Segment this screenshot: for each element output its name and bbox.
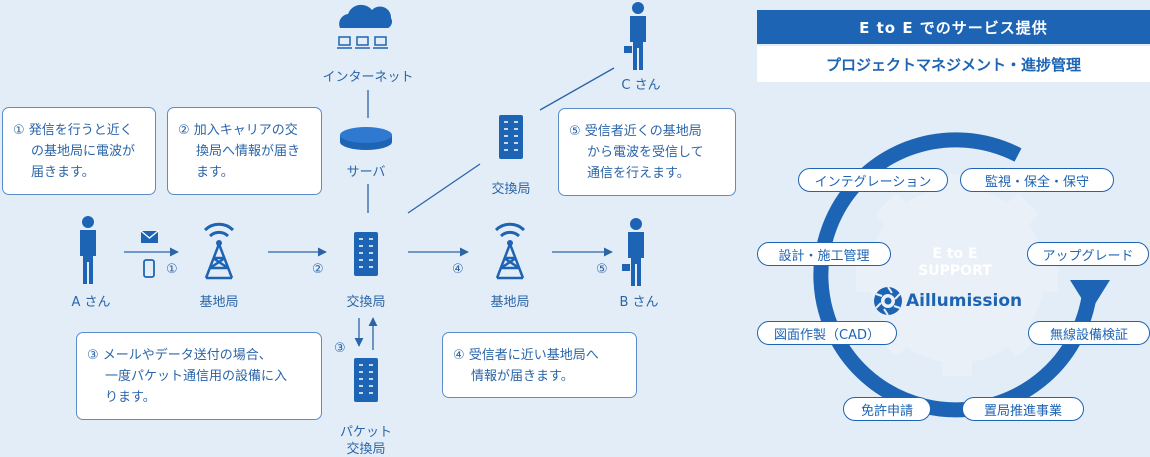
aillumission-logo-icon xyxy=(874,286,902,316)
service-station: 置局推進事業 xyxy=(962,397,1084,421)
note-line: 一度パケット通信用の設備に入 xyxy=(105,369,288,384)
step-5-marker: ⑤ xyxy=(596,262,608,277)
packet-exchange-label-2: 交換局 xyxy=(346,442,386,457)
person-c-icon xyxy=(630,2,646,70)
service-monitoring: 監視・保全・保守 xyxy=(960,168,1114,192)
step-1-marker: ① xyxy=(166,262,178,277)
person-c-label: C さん xyxy=(621,78,661,93)
cycle-arrow-head xyxy=(1070,280,1110,312)
step-4-note: ④ 受信者に近い基地局へ 情報が届きます。 xyxy=(442,332,637,398)
base-b-label: 基地局 xyxy=(490,295,530,310)
panel-subtitle: プロジェクトマネジメント・進捗管理 xyxy=(757,46,1150,82)
step-4-marker: ④ xyxy=(452,262,464,277)
step-5-note: ⑤ 受信者近くの基地局 から電波を受信して 通信を行えます。 xyxy=(558,108,736,196)
gear-icon xyxy=(856,174,1058,376)
service-wireless: 無線設備検証 xyxy=(1028,321,1150,345)
phone-icon xyxy=(143,259,155,278)
exchange-top-label: 交換局 xyxy=(491,182,531,197)
internet-label: インターネット xyxy=(322,70,414,85)
service-design: 設計・施工管理 xyxy=(757,242,891,266)
note-line: ります。 xyxy=(105,390,156,405)
person-a-icon xyxy=(80,216,96,284)
note-line: ① 発信を行うと近く xyxy=(13,123,133,138)
note-line: 届きます。 xyxy=(31,165,95,180)
mail-icon xyxy=(140,230,159,243)
note-line: ④ 受信者に近い基地局へ xyxy=(453,348,599,363)
note-line: ⑤ 受信者近くの基地局 xyxy=(569,124,702,139)
support-title-2: SUPPORT xyxy=(918,263,992,279)
exchange-building-icon xyxy=(498,114,524,160)
step-3-note: ③ メールやデータ送付の場合、 一度パケット通信用の設備に入 ります。 xyxy=(76,332,322,420)
note-line: ② 加入キャリアの交 xyxy=(178,123,298,138)
briefcase-icon xyxy=(622,264,630,271)
network-diagram-graphics xyxy=(80,2,646,403)
service-upgrade: アップグレード xyxy=(1027,242,1149,266)
service-license: 免許申請 xyxy=(843,397,931,421)
packet-exchange-label-1: パケット xyxy=(339,425,392,440)
brand-name: Aillumission xyxy=(906,291,1023,311)
panel-title: E to E でのサービス提供 xyxy=(757,10,1150,44)
step-2-note: ② 加入キャリアの交 換局へ情報が届き ます。 xyxy=(167,107,322,195)
base-station-tower-icon xyxy=(494,222,526,280)
step-2-marker: ② xyxy=(312,262,324,277)
server-label: サーバ xyxy=(346,165,386,180)
note-line: から電波を受信して xyxy=(587,145,704,160)
caller-label: A さん xyxy=(71,295,111,310)
note-line: ③ メールやデータ送付の場合、 xyxy=(87,348,272,363)
service-drawing: 図面作製（CAD） xyxy=(757,321,897,345)
step-3-marker: ③ xyxy=(334,341,346,356)
base-station-tower-icon xyxy=(203,222,235,280)
note-line: 換局へ情報が届き xyxy=(196,144,301,159)
note-line: 情報が届きます。 xyxy=(471,369,574,384)
note-line: の基地局に電波が xyxy=(31,144,136,159)
person-b-icon xyxy=(628,218,644,286)
exchange-building-icon xyxy=(353,231,379,277)
server-icon xyxy=(340,127,392,150)
note-line: 通信を行えます。 xyxy=(587,166,690,181)
receiver-label: B さん xyxy=(619,295,659,310)
briefcase-icon xyxy=(624,46,632,53)
support-title-1: E to E xyxy=(932,246,978,262)
packet-exchange-building-icon xyxy=(353,357,379,403)
note-line: ます。 xyxy=(196,165,234,180)
cloud-icon xyxy=(339,4,393,29)
service-cycle-graphics xyxy=(813,132,1110,418)
computer-icons xyxy=(337,36,388,49)
step-1-note: ① 発信を行うと近く の基地局に電波が 届きます。 xyxy=(2,107,156,195)
base-a-label: 基地局 xyxy=(199,295,239,310)
exchange-main-label: 交換局 xyxy=(346,295,386,310)
service-integration: インテグレーション xyxy=(798,168,948,192)
